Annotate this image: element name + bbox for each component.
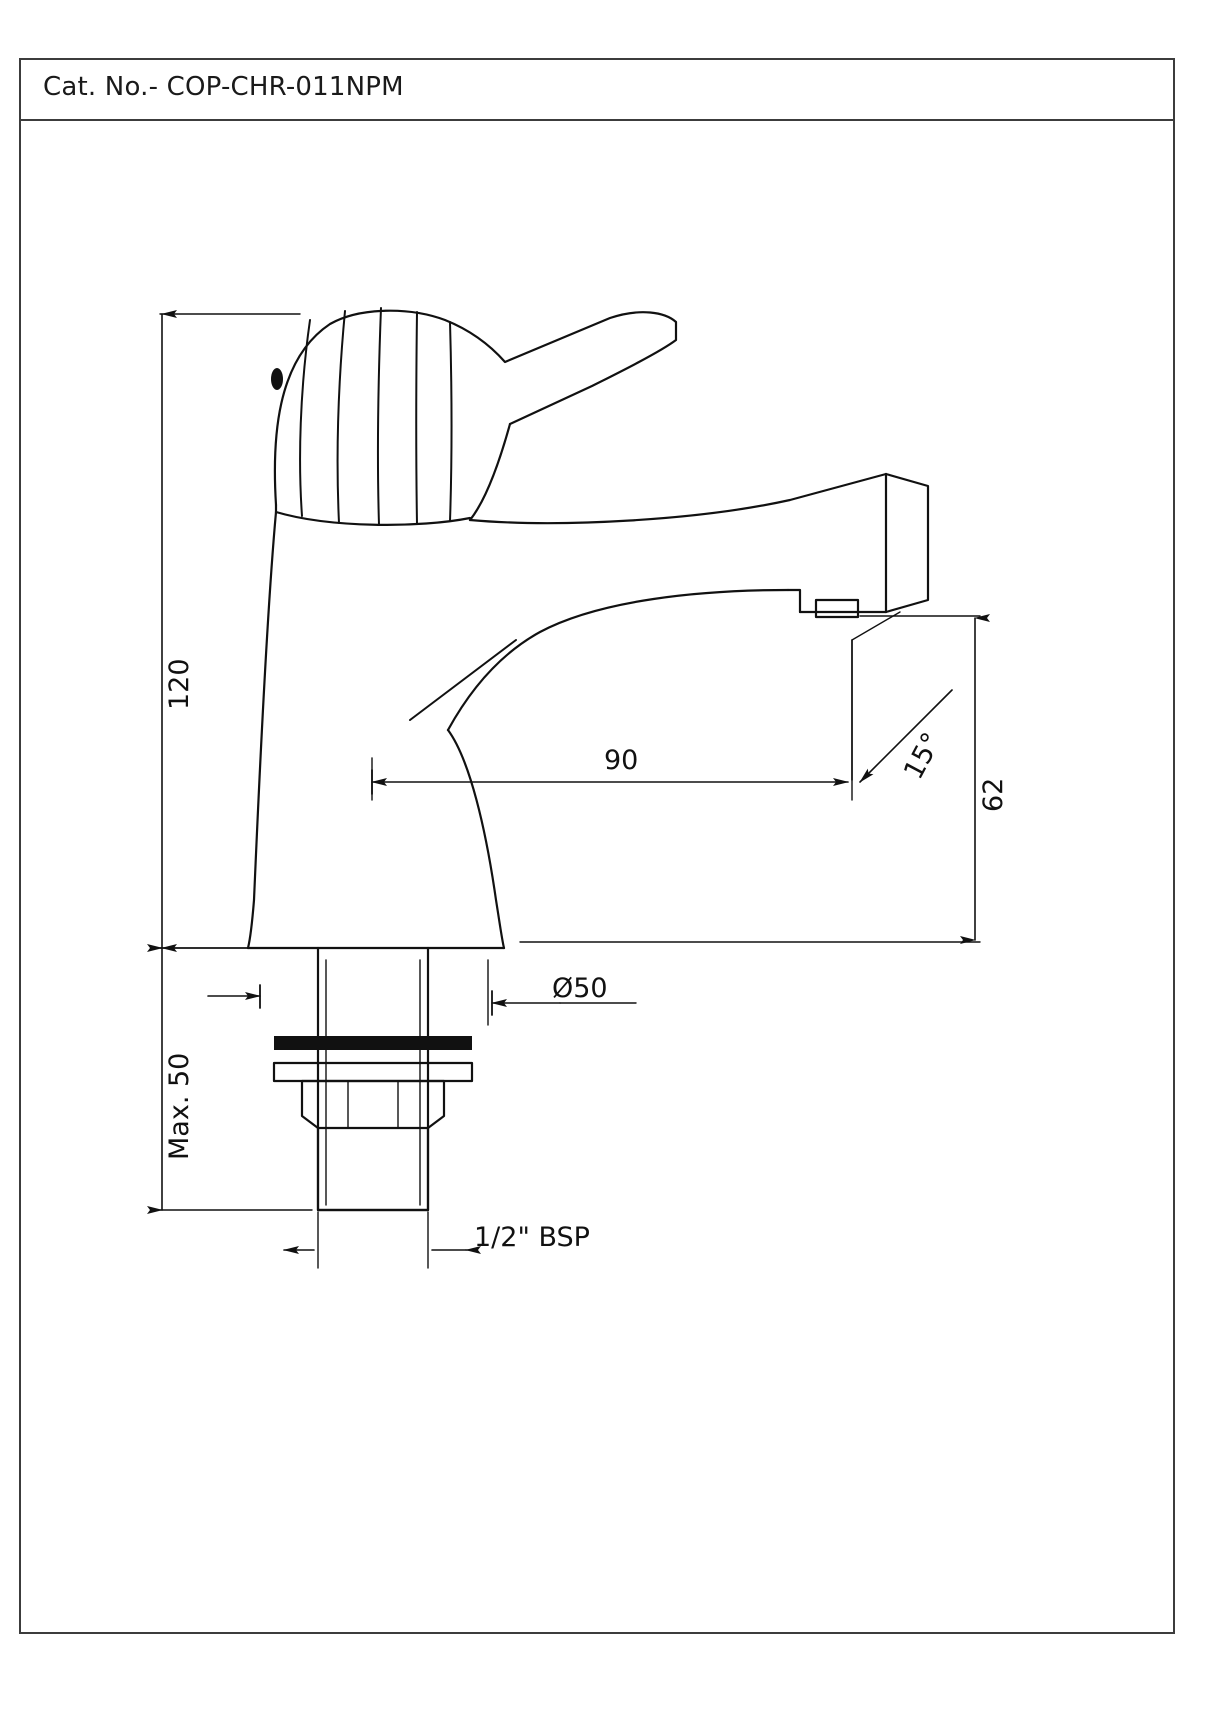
rubber-washer: [274, 1036, 472, 1050]
dimension-base-diameter: [487, 959, 637, 1026]
dimension-max-50: [147, 944, 313, 1214]
dimension-angle-15: [851, 611, 953, 783]
title-block: Cat. No.- COP-CHR-011NPM: [19, 58, 1175, 121]
shank-assembly: [272, 946, 474, 1212]
sheet-border: [19, 58, 1175, 1634]
dimension-label-thread-bsp: 1/2" BSP: [474, 1222, 590, 1253]
dimension-label-diameter-50: Ø50: [552, 973, 608, 1004]
dimension-label-120: 120: [164, 658, 195, 710]
dimension-spout-height-62: [519, 614, 990, 944]
column-outline: [246, 510, 506, 950]
dimension-label-62: 62: [978, 777, 1009, 812]
body-inner-curve: [409, 639, 517, 721]
dimension-thread-bsp: [283, 1211, 481, 1269]
catalogue-number-title: Cat. No.- COP-CHR-011NPM: [43, 72, 404, 102]
dimension-reach-90: [371, 639, 853, 801]
handle-flute-lines: [299, 307, 453, 526]
dimension-label-max-50: Max. 50: [164, 1052, 195, 1160]
dimension-label-90: 90: [604, 745, 639, 776]
faucet-body-outline: [273, 309, 678, 526]
deck-thickness-arrows: [207, 984, 261, 1009]
spout-outline: [446, 472, 930, 732]
handle-index-screw: [271, 368, 283, 390]
